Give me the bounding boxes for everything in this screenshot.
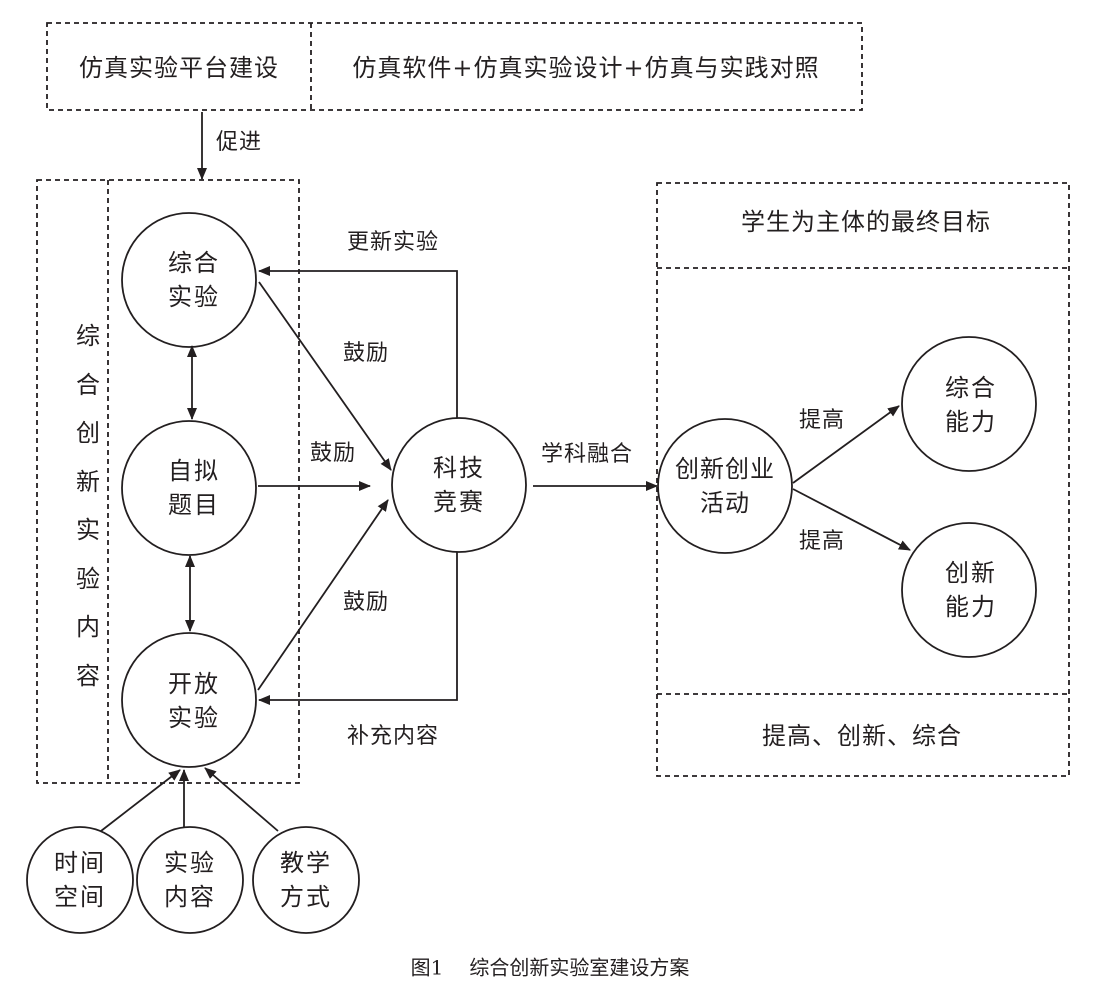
arrow-time-space [100, 769, 181, 832]
arrow-encourage-top [258, 281, 392, 471]
arrow-update-experiment [258, 266, 458, 418]
improve-bottom-label: 提高 [798, 529, 846, 554]
goal-box [656, 182, 1070, 777]
platform-right-label: 仿真软件+仿真实验设计+仿真与实践对照 [352, 54, 820, 82]
goal-footer: 提高、创新、综合 [762, 722, 962, 750]
node-line: 实验 [168, 283, 220, 311]
vertical-char: 综 [76, 322, 100, 350]
node-time-space-label: 时间 空间 [54, 846, 106, 914]
node-line: 空间 [54, 883, 106, 911]
node-line: 开放 [168, 670, 220, 698]
arrow-supplement-content [258, 552, 458, 705]
node-line: 自拟 [168, 457, 220, 485]
node-line: 能力 [945, 593, 997, 621]
node-line: 内容 [164, 883, 216, 911]
encourage-mid-label: 鼓励 [309, 441, 357, 466]
node-line: 教学 [280, 849, 332, 877]
node-line: 活动 [700, 489, 750, 517]
caption-text: 综合创新实验室建设方案 [469, 955, 690, 980]
promote-label: 促进 [216, 130, 263, 155]
node-line: 能力 [945, 408, 997, 436]
node-teaching-method [252, 826, 360, 934]
node-line: 综合 [168, 249, 220, 277]
vertical-char: 容 [76, 661, 100, 690]
update-experiment-label: 更新实验 [346, 230, 440, 255]
node-experiment-content-label: 实验 内容 [164, 846, 216, 914]
platform-box [46, 22, 863, 111]
node-line: 时间 [54, 849, 106, 877]
node-innovation-activity-label: 创新创业 活动 [675, 452, 775, 520]
arrow-encourage-bottom [257, 499, 389, 691]
node-time-space [26, 826, 134, 934]
supplement-content-label: 补充内容 [346, 724, 440, 749]
content-vertical-label: 综 合 创 新 实 验 内 容 [73, 312, 103, 700]
node-line: 实验 [164, 849, 216, 877]
goal-title: 学生为主体的最终目标 [741, 208, 991, 236]
vertical-char: 新 [76, 467, 100, 496]
vertical-char: 合 [76, 370, 100, 399]
improve-top-label: 提高 [798, 408, 846, 433]
discipline-fusion-label: 学科融合 [540, 442, 634, 467]
arrow-improve-top [792, 405, 900, 484]
vertical-char: 实 [76, 516, 100, 544]
node-line: 科技 [433, 454, 485, 482]
node-line: 方式 [280, 883, 332, 911]
caption-number: 图1 [410, 955, 444, 980]
node-tech-competition-label: 科技 竞赛 [433, 451, 485, 519]
node-open-experiment-label: 开放 实验 [168, 667, 220, 735]
node-comprehensive-experiment-label: 综合 实验 [168, 246, 220, 314]
platform-left-label: 仿真实验平台建设 [79, 54, 279, 82]
node-innovation-ability-label: 创新 能力 [945, 556, 997, 624]
node-innovation-activity [657, 418, 793, 554]
content-box [36, 179, 300, 784]
vertical-char: 内 [76, 613, 100, 641]
node-tech-competition [391, 417, 527, 553]
figure-caption: 图1 综合创新实验室建设方案 [411, 952, 690, 981]
node-innovation-ability [901, 522, 1037, 658]
node-line: 创新 [945, 559, 997, 587]
node-line: 实验 [168, 704, 220, 732]
encourage-top-label: 鼓励 [342, 341, 390, 366]
node-comprehensive-ability [901, 336, 1037, 472]
encourage-bottom-label: 鼓励 [342, 590, 390, 615]
vertical-char: 创 [76, 419, 100, 447]
vertical-char: 验 [76, 564, 100, 593]
node-self-proposed-topic-label: 自拟 题目 [168, 454, 220, 522]
node-line: 竞赛 [433, 488, 485, 516]
node-experiment-content [136, 826, 244, 934]
arrow-improve-bottom [792, 488, 911, 551]
node-line: 综合 [945, 374, 997, 402]
arrow-teaching-method [204, 767, 279, 832]
node-line: 创新创业 [675, 455, 775, 483]
node-line: 题目 [168, 491, 220, 519]
node-comprehensive-ability-label: 综合 能力 [945, 371, 997, 439]
node-teaching-method-label: 教学 方式 [280, 846, 332, 914]
node-open-experiment [121, 632, 257, 768]
